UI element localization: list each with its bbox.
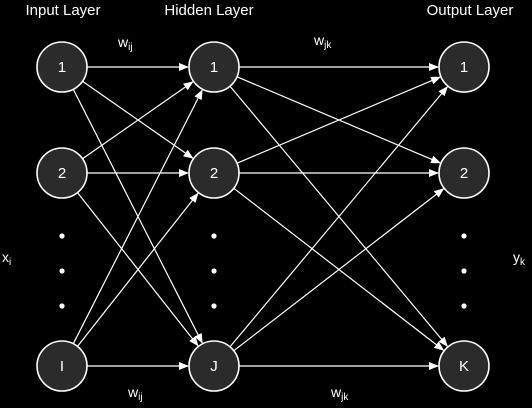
input-node-1-label: 1 xyxy=(58,59,66,76)
input-node-i-label: I xyxy=(60,358,64,375)
input-variable-label: xi xyxy=(2,249,11,268)
output-layer-title: Output Layer xyxy=(427,2,514,19)
input-variable-base: x xyxy=(2,249,9,265)
weight-label-jk-top-sub: jk xyxy=(323,40,332,51)
weight-label-jk-top: wjk xyxy=(313,32,332,51)
input-ellipsis xyxy=(59,233,65,309)
output-variable-label: yk xyxy=(513,249,526,268)
hidden-node-2: 2 xyxy=(188,147,240,199)
weight-label-jk-bottom-sub: jk xyxy=(340,392,349,403)
output-node-1-label: 1 xyxy=(460,59,468,76)
hidden-node-j-label: J xyxy=(210,358,218,375)
weight-label-ij-top-sub: ij xyxy=(128,42,132,53)
weight-label-jk-bottom-base: w xyxy=(330,384,342,400)
output-node-2-label: 2 xyxy=(460,165,468,182)
connection-hidden-2-to-output-1 xyxy=(236,76,442,164)
hidden-node-1-label: 1 xyxy=(210,59,218,76)
input-layer-title: Input Layer xyxy=(25,2,100,19)
connections xyxy=(72,63,448,370)
weight-label-ij-bottom: wij xyxy=(127,384,143,403)
hidden-node-1: 1 xyxy=(188,41,240,93)
weight-label-ij-top-base: w xyxy=(117,34,129,50)
output-variable-sub: k xyxy=(520,257,526,268)
weight-label-jk-top-base: w xyxy=(313,32,325,48)
connection-hidden-3-to-output-2 xyxy=(233,188,445,352)
hidden-node-2-label: 2 xyxy=(210,165,218,182)
hidden-ellipsis xyxy=(211,233,217,309)
output-node-k: K xyxy=(438,340,490,392)
input-node-2-label: 2 xyxy=(58,165,66,182)
weight-label-ij-bottom-base: w xyxy=(127,384,139,400)
connection-input-2-to-hidden-1 xyxy=(82,81,194,160)
connection-input-3-to-hidden-1 xyxy=(72,89,203,344)
hidden-layer-title: Hidden Layer xyxy=(164,2,253,19)
output-node-1: 1 xyxy=(438,41,490,93)
output-ellipsis xyxy=(461,233,467,309)
input-node-2: 2 xyxy=(36,147,88,199)
weight-label-ij-bottom-sub: ij xyxy=(138,392,142,403)
weight-label-jk-bottom: wjk xyxy=(330,384,349,403)
output-node-k-label: K xyxy=(459,358,469,375)
connection-input-3-to-hidden-2 xyxy=(77,192,199,347)
output-node-2: 2 xyxy=(438,147,490,199)
output-variable-base: y xyxy=(513,249,520,265)
input-node-i: I xyxy=(36,340,88,392)
hidden-node-j: J xyxy=(188,340,240,392)
weight-label-ij-top: wij xyxy=(117,34,133,53)
input-variable-sub: i xyxy=(9,257,11,268)
input-node-1: 1 xyxy=(36,41,88,93)
connection-hidden-3-to-output-1 xyxy=(229,86,448,348)
